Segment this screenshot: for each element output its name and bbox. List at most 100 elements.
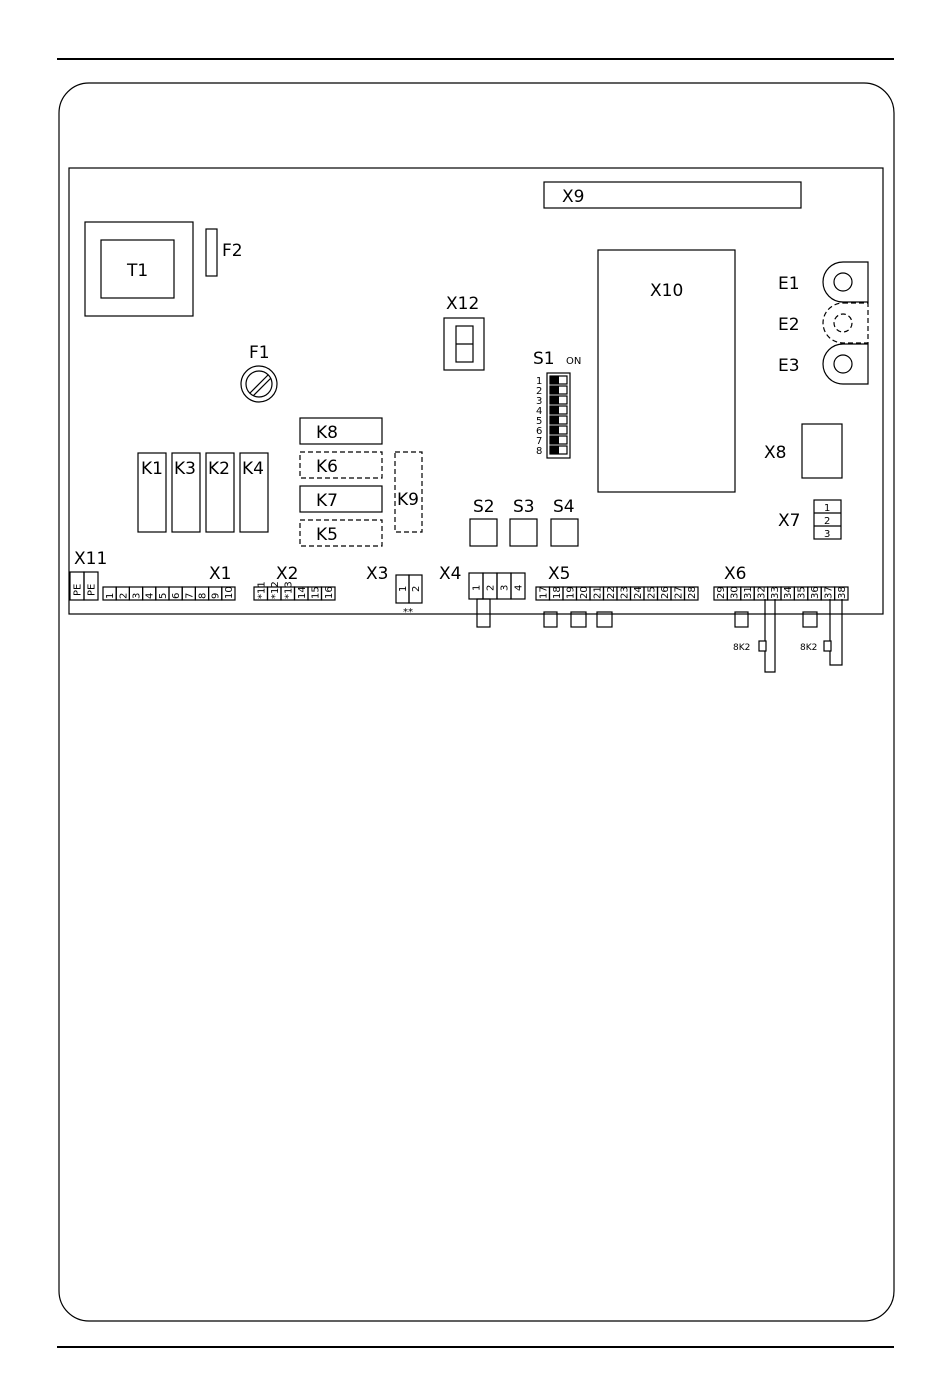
- x5-terminal-label: 27: [673, 586, 684, 599]
- x1-terminal-label: 5: [158, 593, 169, 599]
- relay-k1: K1: [138, 453, 166, 532]
- x9-label: X9: [562, 187, 584, 207]
- x6-label: X6: [724, 564, 746, 584]
- resistor-8k2-x6-b: [824, 599, 842, 665]
- page-frame: [59, 83, 894, 1321]
- transformer-t1: T1: [85, 222, 193, 316]
- dip-switch-lever[interactable]: [550, 426, 559, 434]
- x10-label: X10: [650, 281, 683, 301]
- x1-label: X1: [209, 564, 231, 584]
- indicator-e3: [823, 344, 868, 384]
- resistor-8k2-x6-a: [759, 599, 775, 672]
- x6-terminal: 29303132333435363738: [714, 586, 848, 600]
- x1-terminal-label: 6: [171, 593, 182, 599]
- dip-switch-lever[interactable]: [550, 396, 559, 404]
- button-s2[interactable]: [470, 519, 497, 546]
- svg-text:K3: K3: [174, 459, 196, 479]
- button-s3[interactable]: [510, 519, 537, 546]
- x5-terminal-label: 18: [552, 586, 563, 599]
- dip-switch-lever[interactable]: [550, 406, 559, 414]
- e2-label: E2: [778, 315, 800, 335]
- x1-terminal-label: 9: [211, 593, 222, 599]
- relay-k8: K8: [300, 418, 382, 444]
- x4-terminal-label: 2: [486, 585, 497, 591]
- dip-switch-lever[interactable]: [550, 376, 559, 384]
- x1-terminal-label: 4: [145, 593, 156, 599]
- x4-terminal-label: 4: [514, 585, 525, 591]
- x7-pin-label: 3: [824, 529, 830, 540]
- svg-text:K7: K7: [316, 491, 338, 511]
- relay-k7: K7: [300, 486, 382, 512]
- resistor-a-label: 8K2: [733, 643, 750, 653]
- x5-terminal-label: 25: [646, 586, 657, 599]
- relay-k6-optional: K6: [300, 452, 382, 478]
- e3-label: E3: [778, 356, 800, 376]
- x2-terminal-label: *13: [283, 581, 294, 599]
- fuse-f2: [206, 229, 217, 276]
- button-s4[interactable]: [551, 519, 578, 546]
- t1-label: T1: [126, 261, 148, 281]
- relay-k4: K4: [240, 453, 268, 532]
- x2-label: X2: [276, 564, 298, 584]
- jumpers: [477, 599, 817, 627]
- relay-k5-optional: K5: [300, 520, 382, 546]
- x6-terminal-label: 30: [730, 586, 741, 599]
- x4-label: X4: [439, 564, 461, 584]
- x2-terminal-label: 15: [310, 586, 321, 599]
- x5-terminal-label: 20: [579, 586, 590, 599]
- x5-terminal-label: 17: [538, 586, 549, 599]
- x6-terminal-label: 35: [797, 586, 808, 599]
- x1-terminal-label: 8: [198, 593, 209, 599]
- x5-terminal-label: 23: [619, 586, 630, 599]
- x1-terminal-label: 3: [132, 593, 143, 599]
- svg-text:K6: K6: [316, 457, 338, 477]
- resistor-b-label: 8K2: [800, 643, 817, 653]
- indicator-e1: [823, 262, 868, 302]
- x8-connector: [802, 424, 842, 478]
- fuse-f1-symbol: [241, 366, 277, 402]
- svg-text:K4: K4: [242, 459, 264, 479]
- x2-terminal-label: 16: [324, 586, 335, 599]
- dip-switch-lever[interactable]: [550, 436, 559, 444]
- dip-switch-lever[interactable]: [550, 446, 559, 454]
- relay-k9-optional: K9: [395, 452, 422, 532]
- x4-terminal-label: 1: [472, 585, 483, 591]
- dip-switch-lever[interactable]: [550, 386, 559, 394]
- x11-terminal-label: PE: [87, 584, 98, 596]
- x7-connector: 123: [814, 500, 841, 540]
- s1-on-label: ON: [566, 356, 581, 367]
- x5-terminal-label: 28: [687, 586, 698, 599]
- s1-label: S1: [533, 349, 555, 369]
- x6-terminal-label: 32: [756, 586, 767, 599]
- x11-terminal-label: PE: [73, 584, 84, 596]
- seven-segment-display-x12: [444, 318, 484, 370]
- svg-text:K5: K5: [316, 525, 338, 545]
- x5-terminal: 171819202122232425262728: [536, 586, 698, 600]
- x6-terminal-label: 38: [837, 586, 848, 599]
- x8-label: X8: [764, 443, 786, 463]
- x6-terminal-label: 33: [770, 586, 781, 599]
- dip-switch-lever[interactable]: [550, 416, 559, 424]
- x11-label: X11: [74, 549, 107, 569]
- f2-label: F2: [222, 241, 243, 261]
- x7-label: X7: [778, 511, 800, 531]
- x1-terminal-label: 1: [105, 593, 116, 599]
- relay-k3: K3: [172, 453, 200, 532]
- pcb-outline: [69, 168, 883, 614]
- x6-terminal-label: 34: [783, 586, 794, 599]
- x4-terminal-label: 3: [500, 585, 511, 591]
- svg-text:K2: K2: [208, 459, 230, 479]
- dip-switch-number: 8: [536, 446, 542, 457]
- x6-terminal-label: 36: [810, 586, 821, 599]
- x6-terminal-label: 31: [743, 586, 754, 599]
- e1-label: E1: [778, 274, 800, 294]
- x5-terminal-label: 26: [660, 586, 671, 599]
- x2-terminal-label: *11: [256, 581, 267, 599]
- x5-terminal-label: 19: [565, 586, 576, 599]
